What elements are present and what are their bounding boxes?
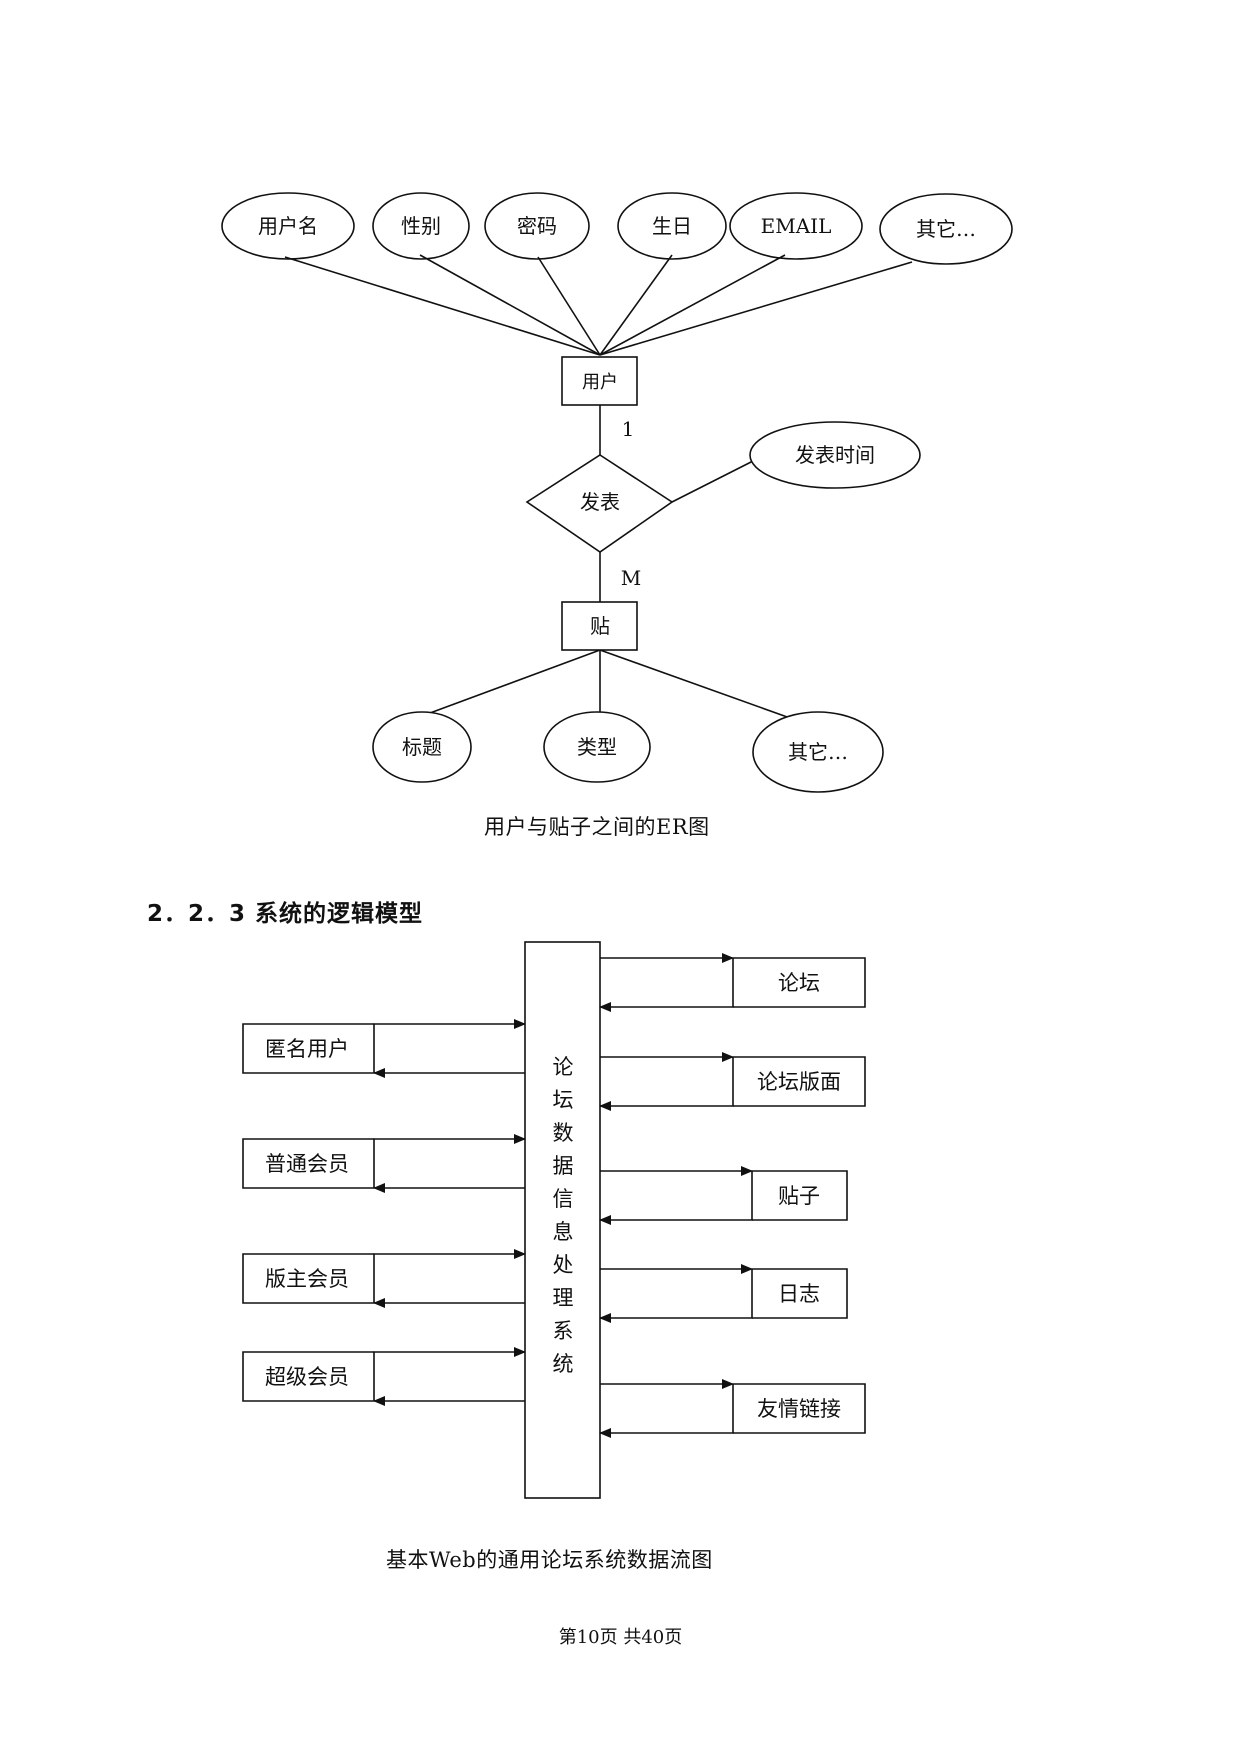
attr-label-time: 发表时间: [795, 443, 875, 467]
store-box-log: [752, 1268, 848, 1319]
center-char: 数: [553, 1121, 574, 1145]
edge-attr-birthday: [599, 254, 673, 356]
center-char: 处: [553, 1253, 574, 1277]
attr-label-password: 密码: [517, 214, 557, 238]
store-label-log: 日志: [778, 1282, 820, 1306]
flow-moderator-in: [373, 1249, 526, 1303]
attr-ellipse-type: [543, 711, 651, 783]
attr-label-other-post: 其它…: [788, 740, 848, 764]
edge-post-title: [429, 649, 601, 714]
actor-label-anonymous: 匿名用户: [265, 1037, 349, 1061]
store-box-links: [733, 1383, 866, 1434]
actor-box-member: [242, 1138, 374, 1189]
center-char: 息: [553, 1220, 574, 1244]
entity-user-box: [561, 356, 638, 406]
entity-label-post: 贴: [590, 614, 610, 638]
attr-ellipse-password: [484, 192, 590, 260]
flow-log-in: [599, 1269, 753, 1323]
center-char: 系: [553, 1319, 574, 1343]
attr-label-type: 类型: [577, 735, 617, 759]
center-char: 据: [553, 1154, 574, 1178]
relationship-label: 发表: [580, 490, 620, 514]
edge-post-other: [599, 649, 791, 719]
dfd-diagram: [242, 941, 866, 1499]
dfd-diagram-caption: 基本Web的通用论坛系统数据流图: [386, 1548, 713, 1572]
entity-label-user: 用户: [582, 372, 618, 393]
er-labels: 用户名 性别 密码 生日 EMAIL 其它… 用户 1 发表 发表时间 M 贴 …: [258, 214, 976, 764]
actor-box-moderator: [242, 1253, 374, 1304]
attr-label-email: EMAIL: [761, 214, 832, 238]
flow-forum-in: [599, 958, 734, 1012]
attr-ellipse-title: [372, 711, 472, 783]
page-footer: 第10页 共40页: [558, 1627, 683, 1648]
store-label-board: 论坛版面: [757, 1070, 841, 1094]
store-label-posts: 贴子: [778, 1184, 820, 1208]
cardinality-one: 1: [622, 417, 635, 441]
edge-attr-password: [537, 256, 601, 356]
edge-rel-time: [671, 459, 756, 503]
center-char: 信: [553, 1187, 574, 1211]
cardinality-many: M: [621, 566, 641, 590]
attr-ellipse-time: [749, 421, 921, 489]
actor-box-anonymous: [242, 1023, 374, 1074]
center-char: 坛: [553, 1088, 574, 1112]
flow-super-in: [373, 1347, 526, 1401]
actor-label-moderator: 版主会员: [265, 1267, 349, 1291]
dfd-center-process: [524, 941, 601, 1499]
edge-attr-gender: [419, 254, 601, 356]
attr-ellipse-gender: [372, 192, 470, 260]
relationship-diamond: [525, 454, 674, 553]
edge-attr-email: [599, 254, 786, 356]
section-heading: 2．2．3 系统的逻辑模型: [147, 901, 424, 927]
store-label-links: 友情链接: [757, 1397, 841, 1421]
store-box-posts: [752, 1170, 848, 1221]
attr-ellipse-other: [879, 193, 1013, 265]
flow-posts-in: [599, 1171, 753, 1225]
attr-label-other: 其它…: [916, 217, 976, 241]
actor-label-member: 普通会员: [265, 1152, 349, 1176]
flow-board-in: [599, 1057, 734, 1111]
attr-label-title: 标题: [402, 735, 442, 759]
attr-ellipse-username: [221, 192, 355, 260]
flow-anonymous-in: [373, 1019, 526, 1073]
store-box-forum: [733, 957, 866, 1008]
er-diagram-caption: 用户与贴子之间的ER图: [484, 815, 710, 839]
center-char: 论: [553, 1055, 574, 1079]
store-label-forum: 论坛: [778, 971, 820, 995]
attr-label-birthday: 生日: [652, 214, 692, 238]
edge-attr-other: [599, 261, 913, 356]
attr-ellipse-other-post: [752, 711, 884, 793]
attr-label-gender: 性别: [401, 214, 441, 238]
edge-attr-username: [284, 256, 601, 356]
attr-ellipse-email: [729, 192, 863, 260]
center-process-label: 论 坛 数 据 信 息 处 理 系 统: [553, 1055, 574, 1376]
er-diagram: [221, 192, 1013, 793]
actor-box-super: [242, 1351, 374, 1402]
center-char: 统: [553, 1352, 574, 1376]
flow-links-in: [599, 1384, 734, 1438]
center-char: 理: [553, 1286, 574, 1310]
attr-ellipse-birthday: [617, 192, 727, 260]
entity-post-box: [561, 601, 638, 651]
dfd-labels: 匿名用户 普通会员 版主会员 超级会员 论坛 论坛版面 贴子 日志 友情链接 论…: [265, 971, 841, 1421]
attr-label-username: 用户名: [258, 214, 318, 238]
flow-member-in: [373, 1134, 526, 1188]
store-box-board: [733, 1056, 866, 1107]
actor-label-super: 超级会员: [265, 1365, 349, 1389]
